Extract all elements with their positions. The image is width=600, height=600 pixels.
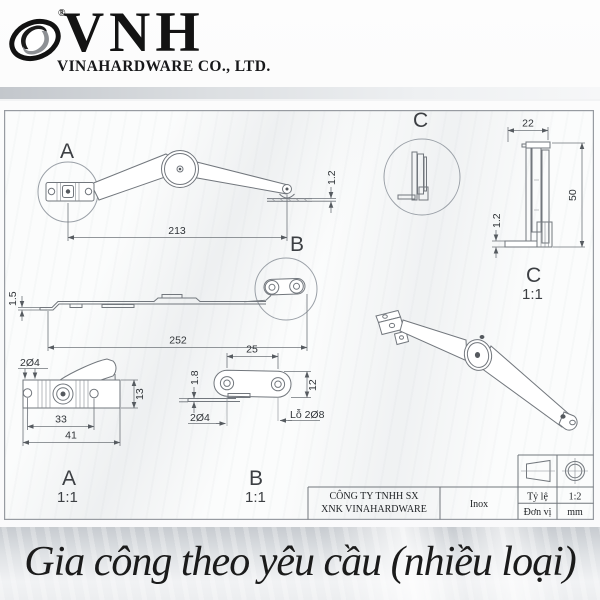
view-detail-a: 2Ø4 13 33 — [18, 357, 146, 506]
label-view-b: B — [249, 467, 263, 490]
scale-view-b: 1:1 — [245, 489, 266, 506]
circle-projection-icon — [562, 458, 588, 484]
view-isometric — [375, 309, 578, 431]
view-assembly-side: 1.5 252 — [7, 257, 318, 351]
header-divider-band — [0, 87, 600, 101]
dim-length-252: 252 — [169, 335, 187, 347]
callout-holes-2d4: 2Ø4 — [190, 412, 210, 424]
projection-symbol-box — [517, 454, 594, 487]
footer-caption: Gia công theo yêu cầu (nhiều loại) — [24, 539, 577, 585]
unit-label-cell: Đơn vị — [524, 507, 552, 518]
unit-value-cell: mm — [567, 507, 583, 518]
dim-thickness-12c: 1.2 — [491, 213, 503, 228]
dim-height-12: 12 — [307, 379, 319, 391]
detail-circle-c — [383, 138, 461, 216]
dim-length-213: 213 — [168, 225, 186, 237]
technical-drawing-svg: A 1.2 213 B — [4, 110, 594, 520]
dim-width-41: 41 — [65, 430, 77, 442]
detail-circle-c-group: C — [383, 110, 461, 216]
dim-span-25: 25 — [246, 344, 258, 356]
label-view-c: C — [526, 264, 541, 287]
view-detail-b: 25 1.8 12 2Ø4 — [179, 344, 325, 506]
material-cell: Inox — [470, 499, 488, 510]
dim-height-13: 13 — [134, 388, 146, 400]
title-block: CÔNG TY TNHH SX XNK VINAHARDWARE Inox Tỷ… — [307, 486, 594, 520]
dim-width-22: 22 — [522, 118, 534, 130]
footer-banner: Gia công theo yêu cầu (nhiều loại) — [0, 527, 600, 600]
dim-thickness-18: 1.8 — [189, 370, 201, 385]
vnh-swirl-logo-icon — [9, 18, 61, 62]
scale-label-cell: Tỷ lệ — [527, 492, 548, 503]
dim-height-50: 50 — [567, 189, 579, 201]
vnh-logo: ® VNH VINAHARDWARE CO., LTD. — [8, 1, 271, 84]
scale-value-cell: 1:2 — [569, 492, 582, 503]
label-view-a: A — [62, 467, 76, 490]
label-detail-c: C — [413, 110, 428, 132]
view-assembly-top: A 1.2 213 B — [37, 140, 338, 256]
drawing-sheet: A 1.2 213 B — [4, 110, 594, 520]
sheet-border — [4, 110, 594, 520]
scale-view-c: 1:1 — [522, 286, 543, 303]
company-line1: CÔNG TY TNHH SX — [330, 490, 420, 502]
logo-company-name: VINAHARDWARE CO., LTD. — [57, 58, 271, 75]
callout-holes-2d4-a: 2Ø4 — [20, 357, 40, 369]
company-line2: XNK VINAHARDWARE — [321, 504, 427, 515]
cone-projection-icon — [526, 459, 551, 483]
callout-holes-2d8: Lỗ 2Ø8 — [290, 408, 325, 421]
logo-brand-text: VNH — [63, 1, 205, 64]
label-detail-b: B — [290, 233, 304, 256]
label-detail-a: A — [60, 140, 74, 163]
registered-trademark-symbol: ® — [58, 8, 66, 19]
dim-spacing-33: 33 — [55, 414, 67, 426]
dim-bar-thickness: 1.5 — [7, 291, 19, 306]
scale-view-a: 1:1 — [57, 489, 78, 506]
detail-circle-b — [254, 257, 318, 321]
dim-flange-thickness: 1.2 — [326, 170, 338, 185]
view-detail-c: 22 50 1.2 C 1:1 — [491, 118, 585, 303]
